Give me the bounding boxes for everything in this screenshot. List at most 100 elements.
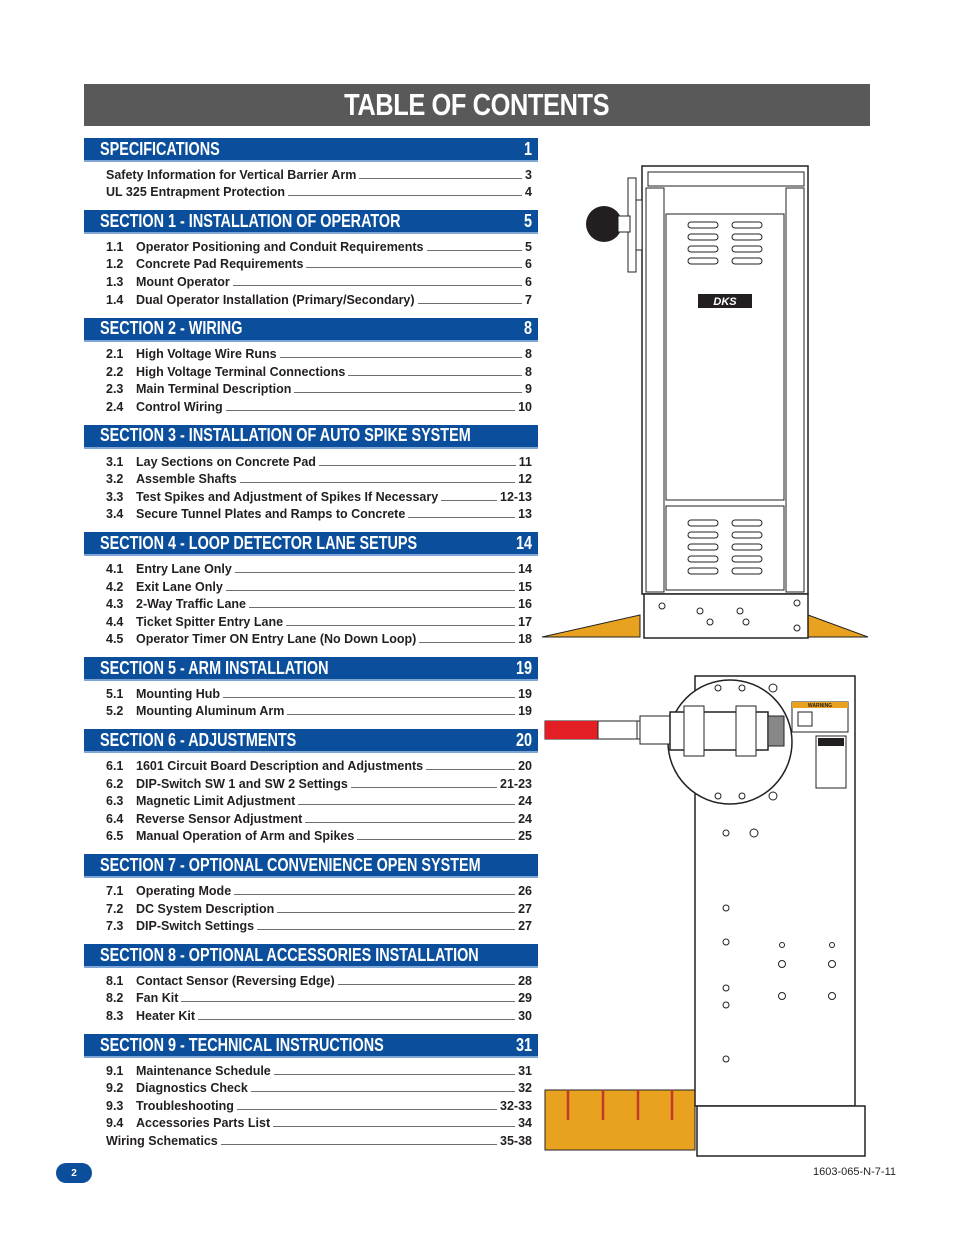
entry-page: 3	[525, 167, 532, 182]
entry-page: 19	[518, 686, 532, 701]
entry-number: 4.2	[106, 579, 124, 594]
leader-line	[306, 267, 523, 269]
entry-page: 16	[518, 597, 532, 612]
entry-page: 9	[525, 382, 532, 397]
section-page: 26	[579, 854, 596, 875]
entry-number: 5.1	[106, 686, 124, 701]
entry-page: 13	[518, 507, 532, 522]
entry-number: 6.3	[106, 794, 124, 809]
section-page: 5	[523, 210, 532, 231]
section-title: SECTION 3 - INSTALLATION OF AUTO SPIKE S…	[100, 425, 471, 446]
entry-number: 7.2	[106, 901, 124, 916]
entry-label: Operator Positioning and Conduit Require…	[136, 239, 424, 254]
leader-line	[273, 1073, 516, 1075]
logo-text: DKS	[713, 296, 737, 308]
toc-entry[interactable]: Safety Information for Vertical Barrier …	[106, 164, 532, 182]
toc-entry[interactable]: 4.3 2-Way Traffic Lane 16	[106, 594, 532, 612]
section-header[interactable]: SECTION 7 - OPTIONAL CONVENIENCE OPEN SY…	[84, 854, 596, 879]
leader-line	[279, 357, 523, 359]
entry-label: Exit Lane Only	[136, 579, 223, 594]
entry-label: Manual Operation of Arm and Spikes	[136, 829, 355, 844]
section-page: 8	[523, 318, 532, 339]
entry-label: Control Wiring	[136, 399, 223, 414]
toc-section: SECTION 7 - OPTIONAL CONVENIENCE OPEN SY…	[84, 854, 596, 934]
entry-label: Safety Information for Vertical Barrier …	[106, 167, 357, 182]
entry-label: Heater Kit	[136, 1009, 196, 1023]
entry-number: 9.3	[106, 1098, 124, 1113]
leader-line	[417, 302, 523, 304]
section-title: SECTION 7 - OPTIONAL CONVENIENCE OPEN SY…	[100, 854, 481, 875]
entry-number: 4.3	[106, 597, 124, 612]
operator-side-view: WARNING	[544, 675, 866, 1157]
leader-line	[359, 177, 523, 179]
section-title: SECTION 4 - LOOP DETECTOR LANE SETUPS	[100, 532, 418, 553]
entry-label: 2-Way Traffic Lane	[136, 597, 246, 612]
entry-page: 11	[518, 454, 532, 469]
entry-label: DIP-Switch SW 1 and SW 2 Settings	[136, 776, 348, 791]
entry-page: 32	[518, 1081, 532, 1096]
leader-line	[232, 284, 523, 286]
entry-label: Fan Kit	[136, 991, 179, 1006]
entry-number: 3.3	[106, 489, 124, 504]
entry-page: 12-13	[500, 489, 532, 504]
entry-page: 28	[518, 973, 532, 988]
entry-number: 4.1	[106, 561, 124, 576]
section-header[interactable]: SECTION 3 - INSTALLATION OF AUTO SPIKE S…	[84, 424, 582, 449]
warning-label-text: WARNING	[808, 703, 832, 709]
entry-number: 3.2	[106, 472, 124, 487]
entry-label: DIP-Switch Settings	[136, 919, 255, 934]
leader-line	[350, 786, 498, 788]
section-title: SPECIFICATIONS	[100, 138, 220, 159]
entry-label: Lay Sections on Concrete Pad	[136, 454, 316, 469]
section-header[interactable]: SECTION 8 - OPTIONAL ACCESSORIES INSTALL…	[84, 944, 593, 969]
